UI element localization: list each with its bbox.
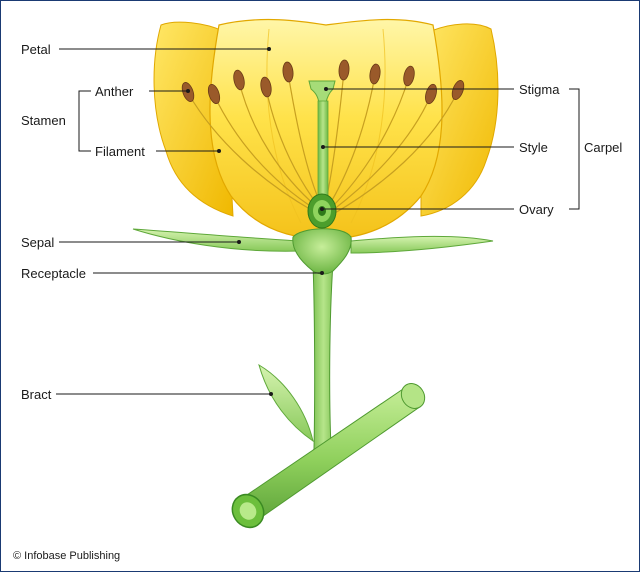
label-receptacle: Receptacle <box>21 266 86 281</box>
label-stamen: Stamen <box>21 113 66 128</box>
branch <box>231 383 426 529</box>
bract-shape <box>258 363 314 443</box>
leader-lines-right <box>320 87 580 211</box>
sepal-left <box>132 228 302 252</box>
label-ovary: Ovary <box>519 202 554 217</box>
sepal-right <box>350 235 494 254</box>
label-petal: Petal <box>21 42 51 57</box>
style-shape <box>317 100 329 202</box>
label-filament: Filament <box>95 144 145 159</box>
pistil-group <box>308 80 336 202</box>
sepals-group <box>132 228 494 254</box>
label-style: Style <box>519 140 548 155</box>
stem <box>309 262 338 466</box>
label-stigma: Stigma <box>519 82 560 97</box>
label-sepal: Sepal <box>21 235 54 250</box>
label-anther: Anther <box>95 84 134 99</box>
label-bract: Bract <box>21 387 52 402</box>
labels-group: Petal Anther Stamen Filament Sepal Recep… <box>21 42 622 402</box>
receptacle-shape <box>292 228 352 275</box>
leader-lines-left <box>56 47 324 396</box>
publisher-credit: © Infobase Publishing <box>13 550 120 562</box>
label-carpel: Carpel <box>584 140 622 155</box>
